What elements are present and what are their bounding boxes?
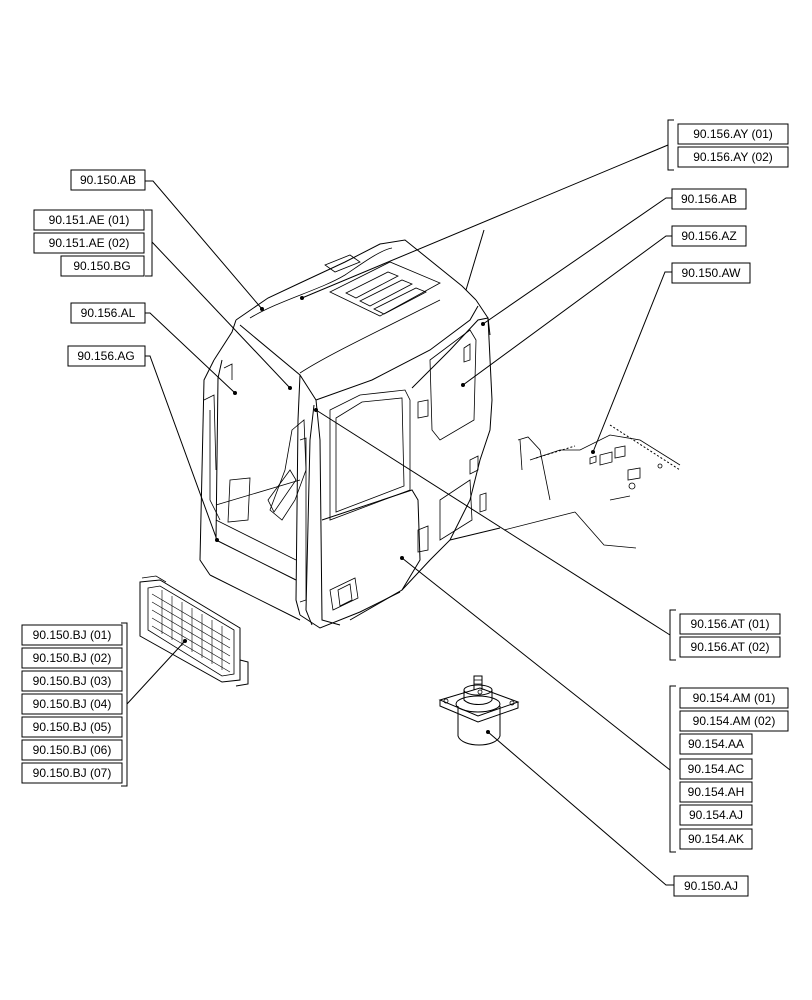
label-90-150-aj-text: 90.150.AJ [684,879,738,893]
label-90-150-aw[interactable]: 90.150.AW [671,262,751,284]
front-guard-illustration [139,575,249,687]
floor-plate-illustration [503,424,681,549]
label-90-150-bg[interactable]: 90.150.BG [60,255,145,277]
callout-labels: 90.150.AB 90.151.AE (01) 90.151.AE (02) … [21,123,789,897]
label-90-156-az[interactable]: 90.156.AZ [671,225,747,247]
label-90-156-ab[interactable]: 90.156.AB [671,188,747,210]
label-90-156-az-text: 90.156.AZ [681,229,736,243]
label-90-154-aj-text: 90.154.AJ [689,808,743,822]
label-90-150-ab[interactable]: 90.150.AB [70,169,146,191]
label-90-150-bj-05[interactable]: 90.150.BJ (05) [21,716,123,738]
label-90-156-at-01[interactable]: 90.156.AT (01) [679,613,781,635]
cab-illustration [199,229,501,629]
label-90-150-aj[interactable]: 90.150.AJ [673,875,749,897]
label-90-150-bj-01[interactable]: 90.150.BJ (01) [21,624,123,646]
label-90-154-aa-text: 90.154.AA [688,737,744,751]
label-90-150-bj-03[interactable]: 90.150.BJ (03) [21,670,123,692]
label-90-151-ae-02-text: 90.151.AE (02) [49,236,130,250]
label-90-156-ab-text: 90.156.AB [681,192,737,206]
label-90-154-ah-text: 90.154.AH [688,785,745,799]
isolator-mount-illustration [438,675,520,746]
label-90-156-at-02-text: 90.156.AT (02) [691,640,770,654]
label-90-151-ae-01-text: 90.151.AE (01) [49,213,130,227]
label-90-156-ay-02[interactable]: 90.156.AY (02) [677,146,789,168]
label-90-154-aa[interactable]: 90.154.AA [679,733,753,755]
label-90-154-ac[interactable]: 90.154.AC [679,758,753,780]
label-90-154-aj[interactable]: 90.154.AJ [679,804,753,826]
label-90-154-ak[interactable]: 90.154.AK [679,828,753,850]
label-90-150-bj-04[interactable]: 90.150.BJ (04) [21,693,123,715]
label-90-150-bj-07-text: 90.150.BJ (07) [33,766,112,780]
label-90-156-ag[interactable]: 90.156.AG [67,345,146,367]
label-90-150-bj-05-text: 90.150.BJ (05) [33,720,112,734]
label-90-154-am-02[interactable]: 90.154.AM (02) [679,710,789,732]
label-90-150-bj-07[interactable]: 90.150.BJ (07) [21,762,123,784]
label-90-156-at-01-text: 90.156.AT (01) [691,617,770,631]
guard-mesh [151,590,231,673]
label-90-150-bj-06[interactable]: 90.150.BJ (06) [21,739,123,761]
leader-lines [121,119,676,886]
label-90-150-aw-text: 90.150.AW [682,266,742,280]
label-90-150-ab-text: 90.150.AB [80,173,136,187]
label-90-150-bj-02-text: 90.150.BJ (02) [33,651,112,665]
label-90-156-at-02[interactable]: 90.156.AT (02) [679,636,781,658]
label-90-154-am-01-text: 90.154.AM (01) [693,691,776,705]
label-90-154-am-01[interactable]: 90.154.AM (01) [679,687,789,709]
label-90-156-ay-02-text: 90.156.AY (02) [693,150,773,164]
label-90-156-ay-01-text: 90.156.AY (01) [693,127,773,141]
label-90-154-am-02-text: 90.154.AM (02) [693,714,776,728]
label-90-156-al[interactable]: 90.156.AL [70,302,146,324]
label-90-156-al-text: 90.156.AL [81,306,136,320]
label-90-150-bj-06-text: 90.150.BJ (06) [33,743,112,757]
label-90-154-ah[interactable]: 90.154.AH [679,781,753,803]
label-90-150-bj-03-text: 90.150.BJ (03) [33,674,112,688]
label-90-154-ak-text: 90.154.AK [688,832,744,846]
label-90-156-ag-text: 90.156.AG [77,349,134,363]
label-90-156-ay-01[interactable]: 90.156.AY (01) [677,123,789,145]
label-90-150-bg-text: 90.150.BG [73,259,130,273]
label-group-90-150-bj: 90.150.BJ (01) 90.150.BJ (02) 90.150.BJ … [21,624,123,784]
label-90-151-ae-02[interactable]: 90.151.AE (02) [33,232,145,254]
label-90-154-ac-text: 90.154.AC [688,762,745,776]
label-90-151-ae-01[interactable]: 90.151.AE (01) [33,209,145,231]
label-90-150-bj-02[interactable]: 90.150.BJ (02) [21,647,123,669]
label-90-150-bj-04-text: 90.150.BJ (04) [33,697,112,711]
label-90-150-bj-01-text: 90.150.BJ (01) [33,628,112,642]
